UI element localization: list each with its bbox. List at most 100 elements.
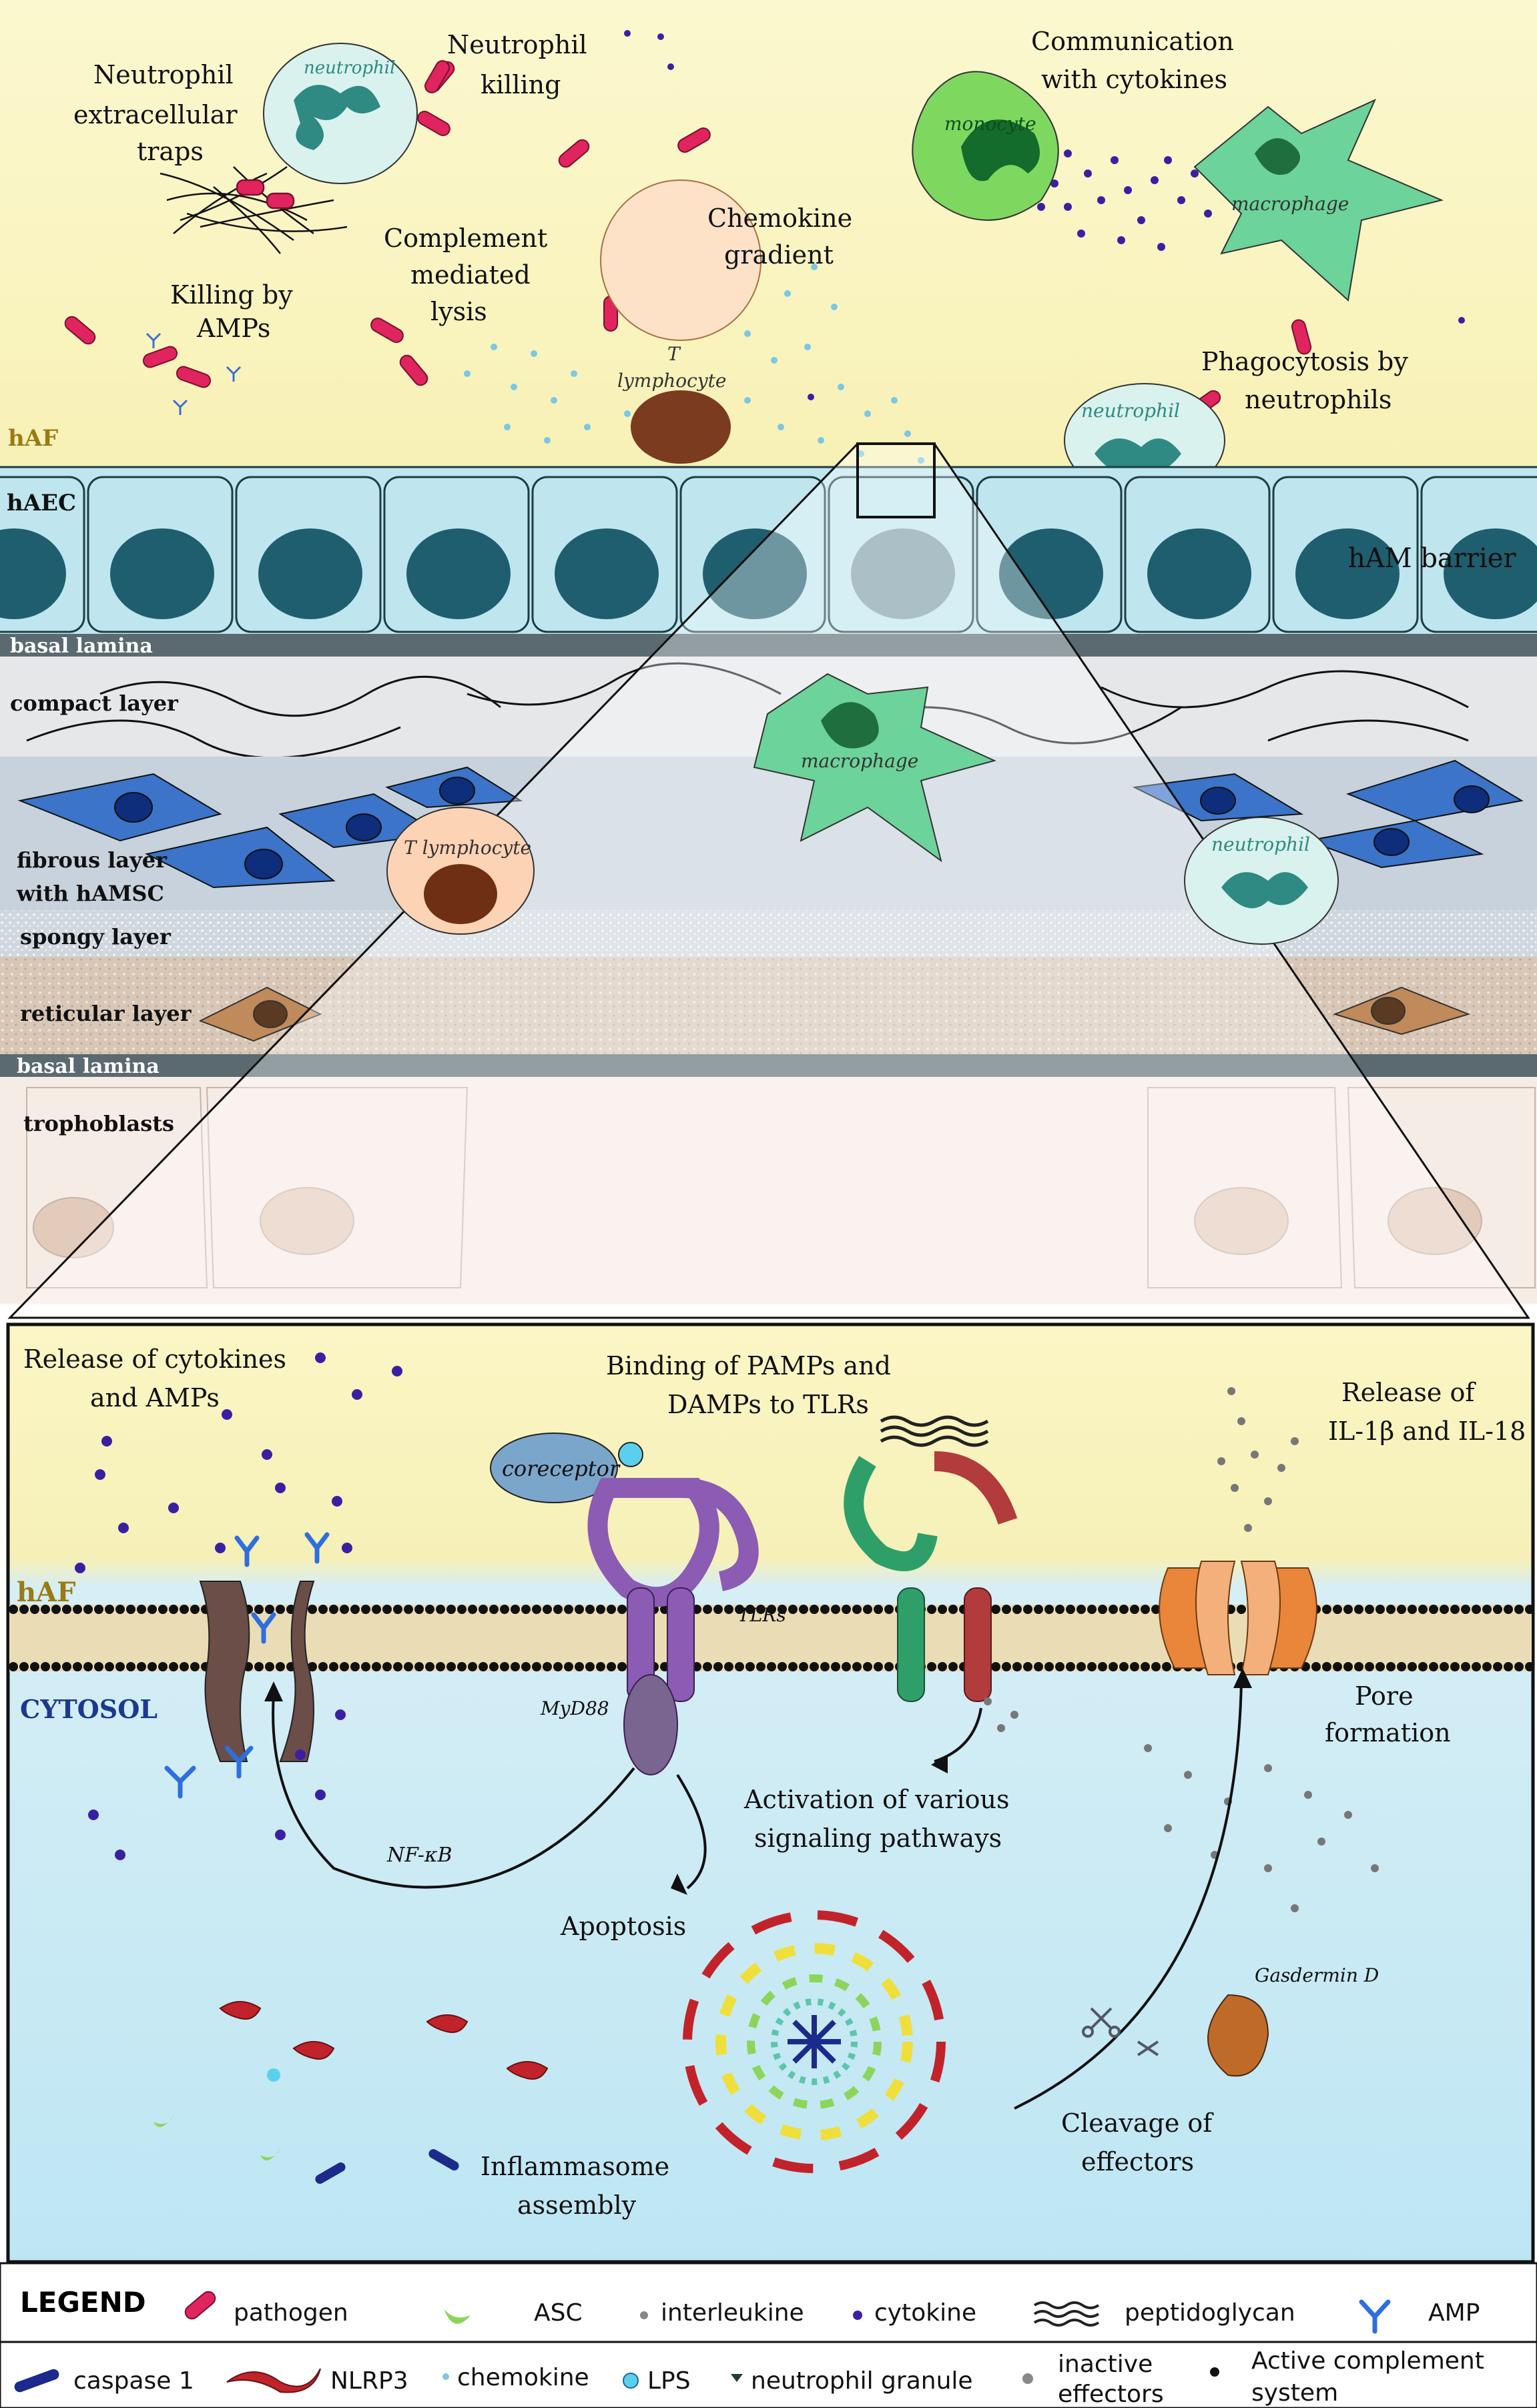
lipid-head bbox=[265, 1662, 274, 1671]
lipid-head bbox=[1440, 1605, 1449, 1614]
lipid-head bbox=[831, 1605, 840, 1614]
lipid-head bbox=[1087, 1662, 1097, 1671]
zoom-box bbox=[856, 442, 936, 518]
lipid-head bbox=[19, 1605, 29, 1614]
arrow-heads bbox=[264, 1668, 1252, 1895]
lipid-head bbox=[158, 1605, 168, 1614]
haf-label-top: hAF bbox=[8, 425, 58, 452]
lipid-head bbox=[372, 1605, 381, 1614]
fibrous-layer-label-1: fibrous layer bbox=[17, 847, 168, 873]
coreceptor: coreceptor bbox=[490, 1433, 643, 1503]
lipid-head bbox=[30, 1605, 39, 1614]
legend-active-1: Active complement bbox=[1251, 2347, 1484, 2375]
t-lymphocyte-label-mid: T lymphocyte bbox=[404, 837, 531, 859]
gasdermin-pore bbox=[1159, 1561, 1317, 1675]
lipid-head bbox=[948, 1662, 958, 1671]
epithelial-nucleus bbox=[1444, 528, 1537, 619]
monocyte-cell: monocyte bbox=[912, 71, 1059, 221]
lipid-head bbox=[1365, 1662, 1374, 1671]
lipid-head bbox=[318, 1662, 328, 1671]
lipid-head bbox=[521, 1662, 531, 1671]
net-label-1: Neutrophil bbox=[93, 60, 234, 89]
lipid-head bbox=[852, 1662, 862, 1671]
lipid-head bbox=[607, 1662, 616, 1671]
lipid-head bbox=[1333, 1605, 1342, 1614]
lipid-head bbox=[73, 1605, 82, 1614]
lipid-head bbox=[735, 1662, 744, 1671]
lipid-head bbox=[745, 1605, 755, 1614]
lipid-head bbox=[1012, 1662, 1022, 1671]
lipid-head bbox=[1343, 1605, 1353, 1614]
lipid-head bbox=[521, 1605, 531, 1614]
lipid-head bbox=[1023, 1662, 1032, 1671]
interleukine-icon bbox=[640, 2311, 648, 2319]
lipid-head bbox=[115, 1662, 125, 1671]
lipid-head bbox=[596, 1662, 605, 1671]
lipid-head bbox=[617, 1605, 627, 1614]
lipid-head bbox=[991, 1605, 1000, 1614]
lipid-head bbox=[735, 1605, 744, 1614]
lipid-head bbox=[479, 1605, 488, 1614]
lipid-head bbox=[543, 1605, 552, 1614]
lipid-head bbox=[799, 1605, 808, 1614]
basal-lamina-label-bottom: basal lamina bbox=[17, 1055, 160, 1078]
legend-inactive-2: effectors bbox=[1058, 2381, 1164, 2408]
lipid-head bbox=[169, 1605, 178, 1614]
activation-label-2: signaling pathways bbox=[754, 1824, 1002, 1853]
spongy-layer-label: spongy layer bbox=[20, 924, 172, 949]
lipid-head bbox=[137, 1662, 146, 1671]
lipid-head bbox=[1322, 1662, 1331, 1671]
lipid-head bbox=[713, 1662, 723, 1671]
neutrophil-label-2: neutrophil bbox=[1081, 400, 1180, 422]
amp-icon bbox=[1359, 2299, 1391, 2334]
gasdermin-d: Gasdermin D bbox=[1207, 1964, 1379, 2077]
reticular-cells bbox=[198, 986, 1471, 1042]
lipid-head bbox=[105, 1605, 114, 1614]
cleavage-label-1: Cleavage of bbox=[1061, 2108, 1214, 2138]
lipid-head bbox=[724, 1662, 733, 1671]
lipid-head bbox=[137, 1605, 146, 1614]
caspase-free bbox=[315, 2149, 459, 2184]
myd88-label: MyD88 bbox=[540, 1697, 609, 1719]
lipid-head bbox=[382, 1662, 392, 1671]
lipid-head bbox=[938, 1605, 947, 1614]
lipid-head bbox=[927, 1605, 936, 1614]
cml-label-1: Complement bbox=[384, 224, 547, 253]
lipid-head bbox=[30, 1662, 39, 1671]
lipid-head bbox=[62, 1605, 71, 1614]
lipid-head bbox=[1386, 1605, 1396, 1614]
neutrophil-label: neutrophil bbox=[304, 58, 395, 78]
lipid-head bbox=[810, 1605, 819, 1614]
lipid-head bbox=[842, 1605, 851, 1614]
legend-pathogen: pathogen bbox=[234, 2299, 348, 2327]
basal-lamina-top bbox=[0, 634, 1537, 657]
tlr-purple bbox=[587, 1478, 759, 1775]
legend-active-2: system bbox=[1251, 2379, 1338, 2407]
lipid-head bbox=[1151, 1605, 1161, 1614]
monocyte-label: monocyte bbox=[944, 113, 1036, 135]
neutrophil-extracellular-traps bbox=[160, 165, 348, 254]
legend-chemokine: chemokine bbox=[457, 2364, 589, 2391]
cytosol-label: CYTOSOL bbox=[20, 1694, 158, 1724]
lipid-head bbox=[1472, 1605, 1481, 1614]
lipid-head bbox=[564, 1662, 573, 1671]
lipid-head bbox=[745, 1662, 755, 1671]
lipid-head bbox=[361, 1662, 370, 1671]
phago-label-2: neutrophils bbox=[1245, 385, 1392, 414]
lps-icon bbox=[623, 2373, 639, 2389]
lipid-head bbox=[105, 1662, 114, 1671]
lipid-head bbox=[94, 1662, 103, 1671]
pore-label-1: Pore bbox=[1355, 1681, 1414, 1711]
amp-label-2: AMPs bbox=[196, 314, 270, 343]
epithelial-nucleus bbox=[703, 528, 807, 619]
lipid-head bbox=[884, 1605, 894, 1614]
lipid-head bbox=[372, 1662, 381, 1671]
ham-barrier-label: hAM barrier bbox=[1348, 543, 1516, 574]
legend-amp: AMP bbox=[1428, 2299, 1480, 2327]
lipid-head bbox=[1429, 1605, 1438, 1614]
lipid-head bbox=[265, 1605, 274, 1614]
epithelial-nucleus bbox=[999, 528, 1103, 619]
lipid-head bbox=[703, 1662, 712, 1671]
lipid-head bbox=[1162, 1662, 1171, 1671]
lipid-head bbox=[1450, 1662, 1460, 1671]
